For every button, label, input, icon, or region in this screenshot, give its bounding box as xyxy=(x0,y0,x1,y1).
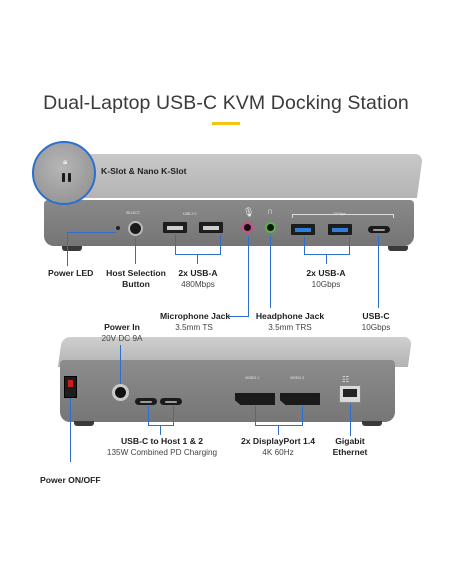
power-led-label: Power LED xyxy=(48,268,94,278)
callout-line xyxy=(255,406,256,425)
page-title: Dual-Laptop USB-C KVM Docking Station xyxy=(43,92,409,114)
usb-a-port-2 xyxy=(199,222,223,233)
callout-line xyxy=(248,236,249,317)
callout-line xyxy=(278,425,279,435)
usb-a-10g-port-2 xyxy=(328,224,352,235)
kslot-label: K-Slot & Nano K-Slot xyxy=(101,166,187,176)
callout-line xyxy=(148,425,174,426)
callout-line xyxy=(175,235,176,254)
nano-kslot xyxy=(68,173,71,182)
video2-silkscreen: VIDEO 2 xyxy=(290,376,305,380)
headphone-jack xyxy=(265,222,276,233)
callout-line xyxy=(70,398,71,462)
callout-line xyxy=(160,425,161,435)
callout-line xyxy=(304,237,305,254)
kslot xyxy=(62,173,65,182)
video1-silkscreen: VIDEO 1 xyxy=(245,376,260,380)
headphone-icon: ∩ xyxy=(267,206,274,216)
callout-line xyxy=(67,232,68,266)
foot xyxy=(362,421,382,426)
foot xyxy=(62,246,82,251)
power-led xyxy=(116,226,120,230)
host-selection-button xyxy=(128,221,143,236)
displayport-1 xyxy=(235,393,275,405)
callout-line xyxy=(229,316,249,317)
ethernet-port xyxy=(339,385,361,403)
ethernet-icon: ☷ xyxy=(342,375,350,384)
front-unit-panel xyxy=(44,200,414,246)
callout-line xyxy=(175,254,221,255)
callout-line xyxy=(378,236,379,308)
callout-line xyxy=(255,425,303,426)
lock-icon: 🔒︎ xyxy=(63,157,68,166)
callout-line xyxy=(350,404,351,436)
callout-line xyxy=(120,345,121,384)
callout-line xyxy=(197,254,198,264)
callout-line xyxy=(304,254,350,255)
usb-c-host-1-port xyxy=(135,398,157,405)
callout-line xyxy=(135,238,136,264)
displayport-2 xyxy=(280,393,320,405)
title-underline xyxy=(212,122,240,125)
usb2-silkscreen: USB 2.0 xyxy=(183,212,197,216)
callout-line xyxy=(148,406,149,425)
usb-a-port-1 xyxy=(163,222,187,233)
power-switch-label: Power ON/OFF xyxy=(40,475,101,485)
callout-line xyxy=(67,232,116,233)
power-switch xyxy=(64,376,77,398)
callout-line xyxy=(173,406,174,425)
microphone-jack xyxy=(242,222,253,233)
usb-c-host-2-port xyxy=(160,398,182,405)
foot xyxy=(388,246,408,251)
silkscreen-bracket xyxy=(292,214,394,218)
callout-line xyxy=(270,236,271,308)
usb-a-10g-port-1 xyxy=(291,224,315,235)
foot xyxy=(74,421,94,426)
select-silkscreen: SELECT xyxy=(126,211,140,215)
usb-c-port xyxy=(368,226,390,233)
callout-line xyxy=(220,235,221,254)
callout-line xyxy=(302,406,303,425)
kslot-zoom: 🔒︎ xyxy=(32,141,96,205)
callout-line xyxy=(326,254,327,264)
microphone-icon: 🎙︎ xyxy=(243,207,255,217)
callout-line xyxy=(349,237,350,254)
power-in-port xyxy=(112,384,129,401)
